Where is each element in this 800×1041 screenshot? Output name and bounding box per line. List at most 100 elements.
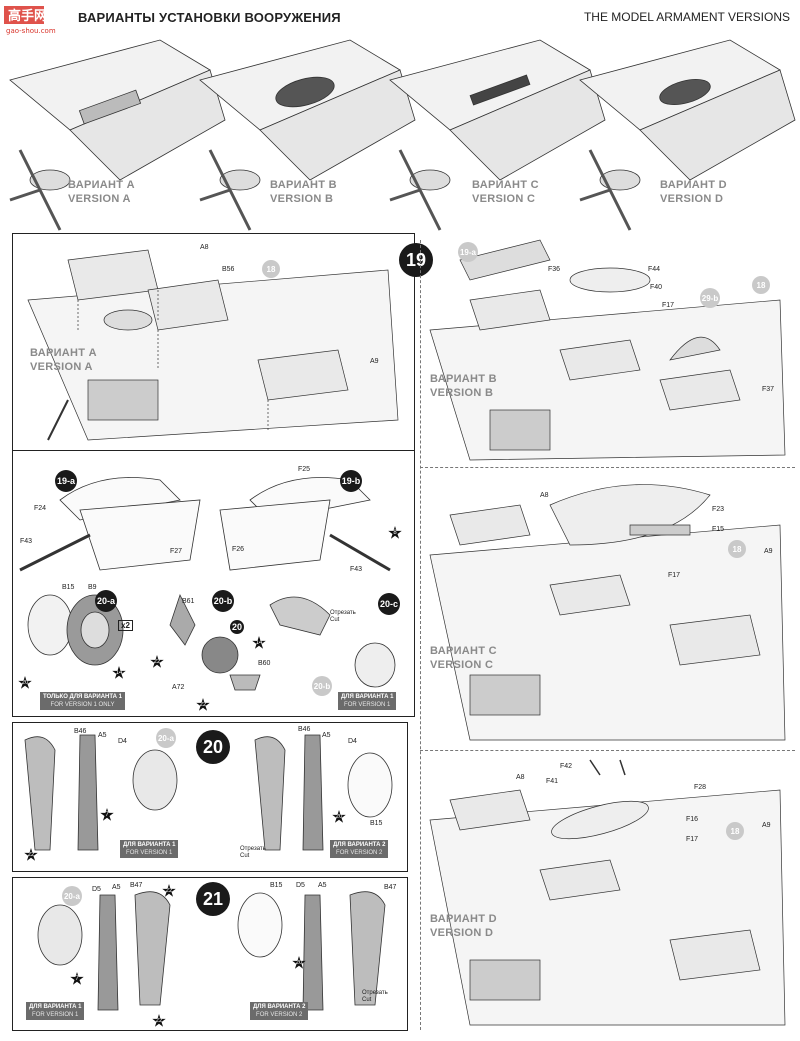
variant-a-ru: ВАРИАНТ A [68,179,135,191]
svg-text:gao-shou.com: gao-shou.com [6,27,56,35]
part-label: A8 [540,492,549,499]
part-label: F24 [34,505,47,512]
reference-circle: 29-b [700,288,720,308]
part-label: F16 [686,816,699,823]
note-version1: ДЛЯ ВАРИАНТА 1 FOR VERSION 1 [338,692,397,710]
part-label: F23 [712,506,725,513]
sub-step-20a: 20-a [95,590,117,612]
part-label: F17 [662,302,675,309]
part-label: F43 [350,566,363,573]
step19-version-b-drawing [429,239,786,461]
sub-step-19a: 19-a [55,470,77,492]
note-ru: ДЛЯ ВАРИАНТА 2 [333,842,386,848]
part-label: A5 [98,732,107,739]
part-label: F17 [668,572,681,579]
part-label: B60 [258,660,271,667]
reference-circle: 19-a [458,242,478,262]
note-en: FOR VERSION 1 [344,702,391,708]
step19-version-a-label: ВАРИАНТ A VERSION A [30,346,97,374]
part-label: D4 [348,738,357,745]
reference-circle: 18 [262,260,280,278]
cut-ru: Отрезать [330,610,356,616]
note-ru: ДЛЯ ВАРИАНТА 1 [341,694,394,700]
watermark-logo-graphic: 高手网 gao-shou.com [4,6,56,35]
part-label: A8 [516,774,525,781]
part-label: A5 [112,884,121,891]
step19-version-d-label: ВАРИАНТ D VERSION D [430,912,497,940]
note-ru: ТОЛЬКО ДЛЯ ВАРИАНТА 1 [43,694,122,700]
variant-c-en: VERSION C [472,193,536,205]
sub-20-drawings [27,593,396,691]
part-label: B15 [270,882,283,889]
section-divider [420,467,795,468]
part-label: F28 [694,784,707,791]
note-version1: ДЛЯ ВАРИАНТА 1 FOR VERSION 1 [120,840,179,858]
version-label-en: VERSION C [430,659,494,671]
step19-version-a-panel [12,233,415,451]
part-label: F40 [650,284,663,291]
note-version1: ДЛЯ ВАРИАНТА 1 FOR VERSION 1 [26,1002,85,1020]
sub-step-19b: 19-b [340,470,362,492]
part-label: F26 [232,546,245,553]
sub-19-drawings [19,477,391,572]
variant-d-label: ВАРИАНТ D VERSION D [660,178,727,206]
cut-en: Cut [330,617,340,623]
part-label: F37 [762,386,775,393]
part-label: B47 [130,882,143,889]
reference-circle: 18 [726,822,744,840]
step19-version-c-drawing [429,484,786,741]
step21-panel [12,877,408,1031]
part-label: B47 [384,884,397,891]
variant-d-ru: ВАРИАНТ D [660,179,727,191]
part-label: A5 [322,732,331,739]
cut-ru: Отрезать [240,846,266,852]
part-label: F36 [548,266,561,273]
part-label: F17 [686,836,699,843]
reference-circle: 20-a [156,728,176,748]
note-en: FOR VERSION 1 [126,850,173,856]
page-title-en: THE MODEL ARMAMENT VERSIONS [583,10,790,24]
column-divider [420,240,421,1030]
note-version2: ДЛЯ ВАРИАНТА 2 FOR VERSION 2 [330,840,389,858]
version-label-ru: ВАРИАНТ C [430,645,497,657]
step-20-number: 20 [196,730,230,764]
part-label: D5 [92,886,101,893]
part-label: F25 [298,466,311,473]
part-label: F43 [20,538,33,545]
sub-step-20c: 20-c [378,593,400,615]
reference-circle: 20-a [62,886,82,906]
part-label: B61 [182,598,195,605]
reference-circle: 20 [230,620,244,634]
variants-illustration [9,39,796,231]
part-label: F42 [560,763,573,770]
part-label: A9 [764,548,773,555]
variant-a-en: VERSION A [68,193,131,205]
version-label-en: VERSION A [30,361,93,373]
page-title-ru: ВАРИАНТЫ УСТАНОВКИ ВООРУЖЕНИЯ [78,10,341,25]
step19-version-d-drawing [429,759,786,1026]
section-divider [420,750,795,751]
version-label-ru: ВАРИАНТ B [430,373,497,385]
variant-c-ru: ВАРИАНТ C [472,179,539,191]
step19-version-a-drawing [27,249,399,441]
part-label: D5 [296,882,305,889]
part-label: A8 [200,244,209,251]
step19-version-c-label: ВАРИАНТ C VERSION C [430,644,497,672]
sub-step-20b: 20-b [212,590,234,612]
part-label: D4 [118,738,127,745]
part-label: B46 [298,726,311,733]
note-ru: ДЛЯ ВАРИАНТА 2 [253,1004,306,1010]
svg-text:高手网: 高手网 [8,8,47,24]
variant-a-label: ВАРИАНТ A VERSION A [68,178,135,206]
step-21-number: 21 [196,882,230,916]
reference-circle: 18 [752,276,770,294]
step20-drawings [24,734,393,851]
step21-drawings [37,891,386,1011]
cut-label: Отрезать Cut [330,610,356,624]
variant-b-en: VERSION B [270,193,334,205]
note-version1-only: ТОЛЬКО ДЛЯ ВАРИАНТА 1 FOR VERSION 1 ONLY [40,692,125,710]
step20-panel [12,722,408,872]
note-en: FOR VERSION 1 ONLY [50,702,115,708]
watermark-logo: 高手网 gao-shou.com [4,6,74,36]
part-label: B9 [88,584,97,591]
